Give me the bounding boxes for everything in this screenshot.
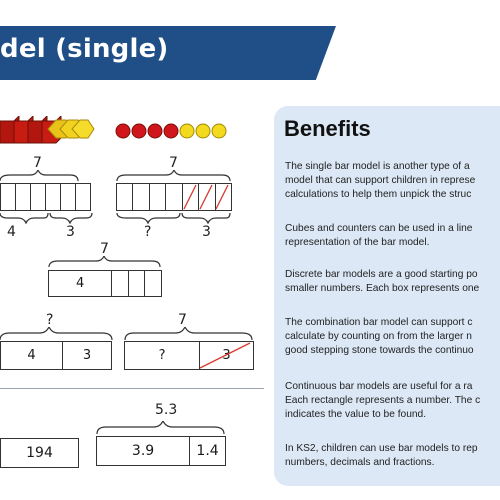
benefit-paragraph-4-line-2: calculate by counting on from the larger… bbox=[285, 331, 472, 342]
row3-right-part-b: 3 bbox=[222, 348, 231, 363]
row2-bar: 4 bbox=[48, 270, 162, 297]
row1-right-part-b: 3 bbox=[202, 224, 211, 240]
benefit-paragraph-5-line-2: Each rectangle represents a number. The … bbox=[285, 395, 481, 406]
row4-right-top-brace bbox=[96, 421, 225, 435]
row1-left-top-brace bbox=[0, 170, 79, 182]
row1-left-bar bbox=[0, 183, 91, 211]
row2-combined-cell: 4 bbox=[49, 271, 113, 296]
page-title: odel (single) bbox=[0, 34, 169, 64]
row3-right-cross-out bbox=[199, 342, 251, 369]
row3-left-top-brace bbox=[0, 327, 113, 341]
benefit-paragraph-1-line-3: calculations to help them unpick the str… bbox=[285, 189, 472, 200]
counters-image bbox=[115, 123, 227, 139]
cubes-image bbox=[0, 116, 95, 144]
row4-left-bar: 194 bbox=[0, 438, 79, 468]
row1-right-top-brace bbox=[116, 170, 231, 182]
benefit-paragraph-3-line-1: Discrete bar models are a good starting … bbox=[285, 269, 478, 280]
benefit-paragraph-3-line-2: smaller numbers. Each box represents one bbox=[285, 283, 480, 294]
row3-right-top-brace bbox=[124, 327, 253, 341]
row3-left-total: ? bbox=[46, 312, 54, 328]
row1-left-part-a: 4 bbox=[7, 224, 16, 240]
row3-left-part-b: 3 bbox=[82, 348, 92, 363]
row3-left-part-a: 4 bbox=[1, 342, 63, 369]
benefit-paragraph-2-line-1: Cubes and counters can be used in a line bbox=[285, 223, 473, 234]
row1-right-total: 7 bbox=[169, 155, 178, 171]
benefit-paragraph-6-line-2: numbers, decimals and fractions. bbox=[285, 457, 435, 468]
row4-left-value: 194 bbox=[26, 445, 53, 461]
row4-right-total: 5.3 bbox=[155, 402, 178, 418]
benefit-paragraph-1-line-1: The single bar model is another type of … bbox=[285, 161, 470, 172]
section-divider bbox=[0, 388, 264, 389]
row4-right-part-b: 1.4 bbox=[196, 443, 219, 459]
row1-left-bottom-brace bbox=[0, 212, 93, 224]
benefits-panel: Benefits The single bar model is another… bbox=[274, 106, 500, 486]
row1-right-bottom-brace bbox=[116, 212, 231, 224]
row2-total: 7 bbox=[100, 241, 109, 257]
benefit-paragraph-5-line-3: indicates the value to be found. bbox=[285, 409, 427, 420]
row3-right-total: 7 bbox=[178, 312, 187, 328]
row1-left-total: 7 bbox=[33, 155, 42, 171]
crossed-out-marks bbox=[183, 184, 229, 210]
benefit-paragraph-4-line-3: good stepping stone towards the continuo bbox=[285, 345, 474, 356]
benefit-paragraph-6-line-1: In KS2, children can use bar models to r… bbox=[285, 443, 478, 454]
row1-right-unknown: ? bbox=[144, 224, 152, 240]
row3-left-bar: 4 3 bbox=[0, 341, 112, 370]
benefit-paragraph-4-line-1: The combination bar model can support c bbox=[285, 317, 473, 328]
title-banner: odel (single) bbox=[0, 26, 336, 80]
benefits-heading: Benefits bbox=[284, 116, 371, 141]
row4-right-part-a: 3.9 bbox=[97, 437, 191, 465]
row1-right-bar bbox=[116, 183, 232, 211]
benefit-paragraph-2-line-2: representation of the bar model. bbox=[285, 237, 430, 248]
benefit-paragraph-5-line-1: Continuous bar models are useful for a r… bbox=[285, 381, 473, 392]
row1-left-part-b: 3 bbox=[66, 224, 75, 240]
row3-right-bar: ? 3 bbox=[124, 341, 254, 370]
row3-right-unknown: ? bbox=[125, 342, 201, 369]
row2-top-brace bbox=[48, 256, 161, 268]
row4-right-bar: 3.9 1.4 bbox=[96, 436, 226, 466]
benefit-paragraph-1-line-2: model that can support children in repre… bbox=[285, 175, 476, 186]
